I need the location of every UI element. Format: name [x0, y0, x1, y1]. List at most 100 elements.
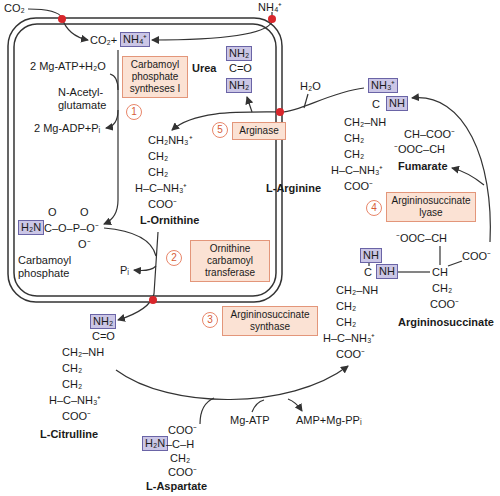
formula-text: COO⁻	[168, 424, 197, 437]
molecule-name: Argininosuccinate	[398, 316, 494, 329]
formula-text: H–C–NH₃⁺	[49, 394, 102, 407]
enzyme-box: Argininosuccinate lyase	[386, 192, 476, 222]
node-text: H₂N	[145, 437, 165, 449]
callout-text: 5	[217, 124, 223, 135]
formula-text: CH	[432, 266, 448, 279]
amino-group-box: NH	[386, 96, 408, 111]
node-text: Argininosuccinate synthase	[226, 309, 314, 333]
enzyme-box: Argininosuccinate synthase	[222, 306, 318, 336]
formula-text: CO₂+	[90, 34, 117, 47]
formula-text: CH₂–NH	[336, 284, 378, 297]
formula-text: CH₂–NH	[344, 116, 386, 129]
aspartate-join	[200, 398, 214, 424]
amp-out-arrow	[288, 399, 302, 411]
molecule-name: L-Aspartate	[146, 480, 207, 493]
formula-text: COO⁻	[168, 466, 197, 479]
callout-text: 4	[371, 202, 377, 213]
mitochondrion-outer-membrane	[8, 18, 282, 302]
formula-text: CH₂	[344, 132, 364, 145]
formula-text: CH₂	[336, 300, 356, 313]
callout-text: 3	[207, 314, 213, 325]
formula-text: COO⁻	[148, 198, 177, 211]
formula-text: H–C–NH₃⁺	[323, 332, 376, 345]
formula-text: C	[372, 98, 380, 111]
atp-join	[252, 400, 264, 412]
node-text: Carbamoyl phosphate syntheses I	[126, 59, 184, 95]
callout-number: 5	[212, 122, 228, 138]
formula-text: CH₂	[62, 362, 82, 375]
formula-text: CH₂	[148, 166, 168, 179]
transport-dot	[268, 15, 276, 23]
formula-text: COO⁻	[462, 250, 491, 263]
formula-text: COO⁻	[344, 180, 373, 193]
formula-text: Mg-ATP	[230, 414, 270, 427]
bond	[398, 271, 430, 272]
callout-number: 4	[366, 200, 382, 216]
bond	[448, 261, 462, 266]
bond	[368, 263, 369, 266]
formula-text: CH₂	[62, 378, 82, 391]
formula-text: ⁻OOC–CH	[396, 232, 447, 245]
callout-number: 1	[126, 104, 142, 120]
ammonium-arrow	[152, 12, 272, 40]
node-text: NH	[363, 249, 379, 261]
callout-text: 2	[171, 252, 177, 263]
node-text: Arginase	[236, 125, 282, 137]
formula-text: CH₂	[170, 452, 190, 465]
formula-text: C=O	[229, 62, 252, 75]
reaction2-arrow	[118, 232, 158, 320]
transport-dot	[276, 108, 284, 116]
enzyme-box: Carbamoyl phosphate syntheses I	[122, 56, 188, 98]
amino-group-box: NH₂	[226, 46, 252, 61]
formula-text: COO⁻	[62, 410, 91, 423]
formula-text: C=O	[92, 330, 115, 343]
enzyme-box: Arginase	[232, 122, 286, 140]
carbamoyl-join	[104, 228, 156, 256]
amino-group-box: NH	[376, 264, 398, 279]
transport-dot	[149, 296, 157, 304]
callout-text: 1	[131, 106, 137, 117]
pi-out-arrow	[134, 266, 156, 271]
amino-group-box: NH₂	[90, 314, 116, 329]
water-join	[304, 94, 308, 108]
node-text: NH₄⁺	[123, 33, 147, 45]
formula-text: Pᵢ	[120, 264, 129, 277]
molecule-name: Fumarate	[398, 160, 448, 173]
formula-text: AMP+Mg-PPᵢ	[296, 414, 362, 427]
formula-text: CH₂	[432, 282, 452, 295]
molecule-name: L-Arginine	[266, 182, 321, 195]
node-text: H₂N	[21, 221, 41, 233]
formula-text: CO₂	[4, 2, 25, 15]
formula-text: CH₂NH₃⁺	[148, 134, 193, 147]
node-text: NH₂	[93, 315, 113, 327]
molecule-name: Urea	[192, 62, 216, 75]
amino-group-box: NH₄⁺	[120, 32, 150, 47]
node-text: NH₂	[229, 47, 249, 59]
node-text: Ornithine carbamoyl transferase	[194, 243, 266, 279]
amino-group-box: NH	[360, 248, 382, 263]
formula-text: O⁻	[78, 238, 91, 251]
molecule-name: L-Citrulline	[40, 428, 98, 441]
formula-text: H–C–NH₃⁺	[135, 182, 188, 195]
formula-text: CH₂	[344, 148, 364, 161]
formula-text: –C–H	[166, 438, 194, 451]
node-text: Argininosuccinate lyase	[390, 195, 472, 219]
atp-in-arrow	[110, 74, 118, 90]
formula-text: H₂O	[300, 80, 321, 93]
node-text: NH₂	[229, 79, 249, 91]
node-text: NH	[389, 97, 405, 109]
molecule-name: L-Ornithine	[140, 214, 199, 227]
callout-number: 3	[202, 312, 218, 328]
formula-text: 2 Mg-ATP+H₂O	[30, 60, 106, 73]
formula-text: O	[80, 206, 89, 219]
transport-dot	[58, 15, 66, 23]
formula-text: Carbamoyl phosphate	[18, 254, 84, 280]
formula-text: COO⁻	[336, 348, 365, 361]
formula-text: C–O–P–O⁻	[44, 222, 99, 235]
formula-text: CH₂	[336, 316, 356, 329]
formula-text: NH₄⁺	[258, 1, 282, 14]
node-text: NH₃⁺	[371, 79, 395, 91]
amino-group-box: NH₃⁺	[368, 78, 398, 93]
amino-group-box: NH₂	[226, 78, 252, 93]
